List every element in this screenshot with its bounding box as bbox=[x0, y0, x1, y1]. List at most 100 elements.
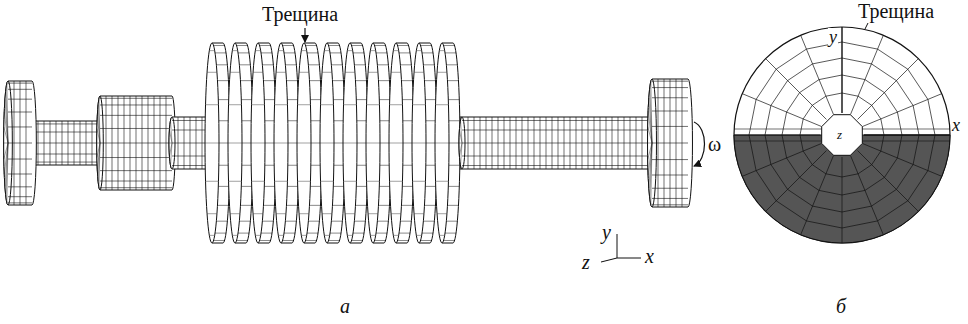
mesh-line bbox=[416, 50, 421, 51]
mesh-line bbox=[648, 143, 652, 144]
mesh-line bbox=[416, 235, 421, 236]
mesh-line bbox=[664, 79, 665, 207]
mesh-line bbox=[370, 235, 375, 236]
mesh-line bbox=[202, 117, 203, 169]
mesh-line bbox=[299, 72, 309, 73]
disc-outline bbox=[734, 27, 950, 243]
mesh-line bbox=[468, 117, 469, 169]
mesh-line bbox=[56, 121, 57, 165]
axis-line bbox=[617, 234, 618, 258]
mesh-line bbox=[321, 104, 334, 105]
mesh-line bbox=[190, 117, 191, 169]
mesh-line bbox=[624, 117, 625, 169]
mesh-line bbox=[414, 213, 424, 214]
mesh-line bbox=[307, 233, 318, 234]
mesh-line bbox=[240, 205, 251, 206]
mesh-line bbox=[309, 205, 320, 206]
right-shaft bbox=[459, 117, 655, 169]
mesh-line bbox=[166, 96, 167, 190]
mesh-line bbox=[413, 104, 426, 105]
mesh-line bbox=[214, 45, 225, 46]
mesh-line bbox=[230, 213, 240, 214]
mesh-line bbox=[347, 235, 352, 236]
mesh-line bbox=[7, 143, 8, 203]
crack-leader bbox=[865, 23, 868, 29]
mesh-line bbox=[237, 45, 248, 46]
mesh-line bbox=[130, 96, 131, 190]
mesh-line bbox=[390, 181, 403, 182]
mesh-line bbox=[218, 186, 229, 187]
mesh-line bbox=[439, 50, 444, 51]
axis-label: x bbox=[951, 116, 961, 134]
mesh-line bbox=[606, 117, 607, 169]
mesh-line bbox=[343, 143, 357, 144]
mesh-line bbox=[215, 233, 226, 234]
mesh-line bbox=[355, 205, 366, 206]
mesh-line bbox=[322, 72, 332, 73]
mesh-line bbox=[207, 213, 217, 214]
mesh-line bbox=[278, 235, 283, 236]
rotation-label: ω bbox=[708, 134, 721, 154]
disc-face bbox=[297, 43, 311, 243]
mesh-line bbox=[444, 45, 455, 46]
mesh-line bbox=[298, 104, 311, 105]
mesh-line bbox=[206, 104, 219, 105]
mesh-line bbox=[480, 117, 481, 169]
mesh-line bbox=[330, 233, 341, 234]
disc-face bbox=[389, 43, 403, 243]
rotor-disc bbox=[366, 43, 391, 243]
mesh-line bbox=[582, 117, 583, 169]
mesh-line bbox=[424, 80, 435, 81]
mesh-line bbox=[630, 117, 631, 169]
panel-label: б bbox=[836, 296, 846, 316]
mesh-line bbox=[600, 117, 601, 169]
axis-line bbox=[601, 258, 617, 262]
mesh-line bbox=[353, 52, 364, 53]
mesh-line bbox=[462, 156, 652, 157]
mesh-line bbox=[298, 181, 311, 182]
mesh-line bbox=[399, 52, 410, 53]
mesh-line bbox=[329, 45, 340, 46]
mesh-line bbox=[734, 135, 820, 136]
mesh-line bbox=[216, 64, 227, 65]
mesh-line bbox=[344, 104, 357, 105]
mesh-line bbox=[540, 117, 541, 169]
mesh-line bbox=[564, 117, 565, 169]
mesh-line bbox=[766, 151, 827, 212]
mesh-line bbox=[648, 111, 652, 143]
mesh-line bbox=[238, 233, 249, 234]
mesh-line bbox=[424, 205, 435, 206]
mesh-line bbox=[462, 130, 652, 131]
mesh-line bbox=[275, 104, 288, 105]
mesh-line bbox=[676, 79, 677, 207]
mesh-line bbox=[344, 181, 357, 182]
mesh-line bbox=[308, 64, 319, 65]
mesh-line bbox=[377, 221, 388, 222]
crack-label: Трещина bbox=[262, 4, 338, 24]
mesh-line bbox=[345, 213, 355, 214]
mesh-line bbox=[232, 50, 237, 51]
mesh-line bbox=[307, 52, 318, 53]
mesh-line bbox=[398, 45, 409, 46]
mesh-line bbox=[401, 205, 412, 206]
mesh-line bbox=[445, 52, 456, 53]
axis-label: y bbox=[602, 222, 611, 242]
mesh-line bbox=[44, 121, 45, 165]
mesh-line bbox=[262, 221, 273, 222]
mesh-line bbox=[215, 52, 226, 53]
mesh-line bbox=[370, 50, 375, 51]
mesh-line bbox=[356, 99, 367, 100]
mesh-line bbox=[474, 117, 475, 169]
mesh-line bbox=[842, 157, 843, 243]
mesh-line bbox=[588, 117, 589, 169]
mesh-line bbox=[4, 127, 8, 143]
mesh-line bbox=[422, 233, 433, 234]
right-flange bbox=[648, 79, 693, 207]
panel-label: а bbox=[340, 296, 350, 316]
mesh-line bbox=[276, 213, 286, 214]
mesh-line bbox=[421, 240, 432, 241]
mesh-line bbox=[106, 96, 107, 190]
mesh-line bbox=[376, 233, 387, 234]
rotation-arrow bbox=[694, 122, 705, 166]
